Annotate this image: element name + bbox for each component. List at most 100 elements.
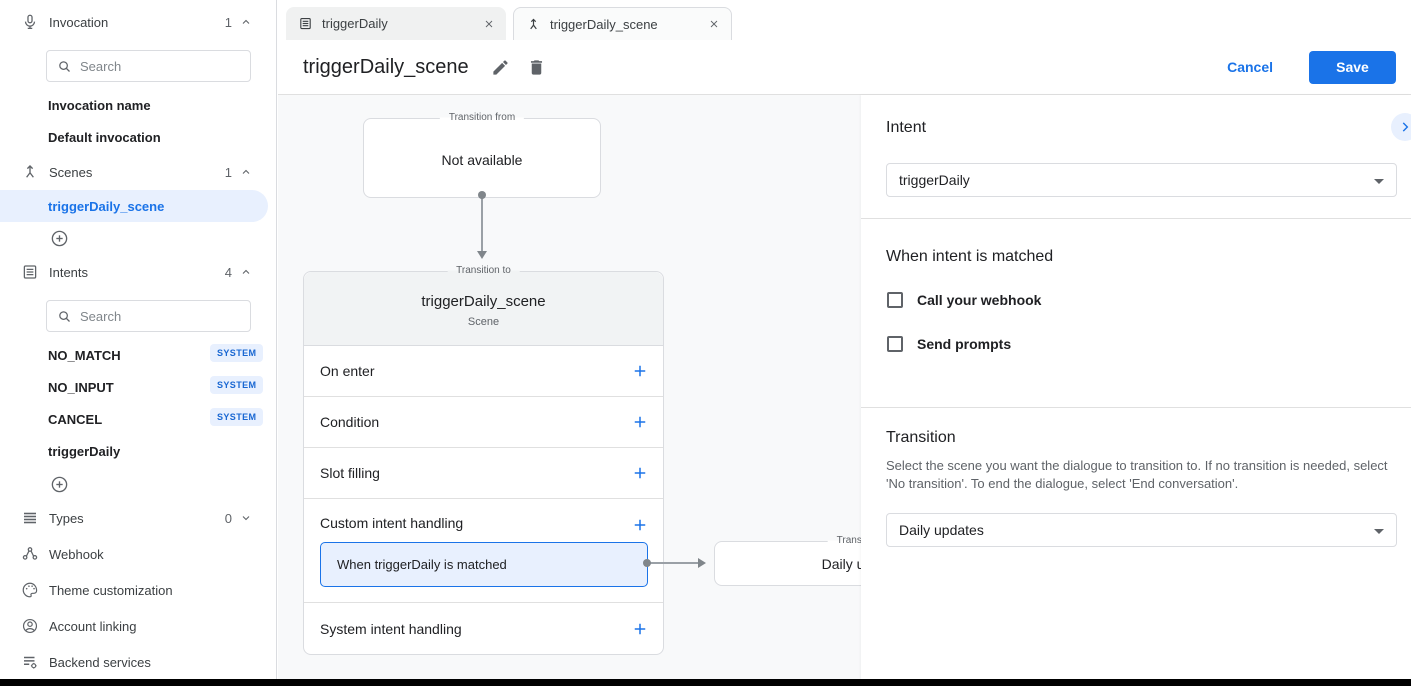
scene-card-subtitle: Scene — [467, 316, 500, 328]
destination-node[interactable]: Transition to Daily updates — [714, 535, 861, 586]
collapse-panel-button[interactable] — [1391, 113, 1411, 141]
link-label: Webhook — [49, 546, 104, 562]
search-input[interactable] — [80, 308, 220, 324]
arrow-right-icon — [698, 558, 706, 568]
transition-select[interactable]: Daily updates — [886, 513, 1397, 547]
scene-row-condition[interactable]: Condition — [304, 397, 663, 448]
close-icon[interactable] — [707, 17, 721, 31]
search-icon — [57, 309, 72, 324]
checkbox-label: Send prompts — [917, 336, 1012, 352]
delete-icon[interactable] — [527, 57, 547, 77]
system-badge: SYSTEM — [210, 408, 264, 426]
chevron-up-icon[interactable] — [240, 266, 252, 278]
sidebar-section-scenes[interactable]: Scenes 1 — [0, 156, 264, 188]
intent-select-value: triggerDaily — [899, 172, 970, 188]
scene-card: Transition to triggerDaily_scene Scene O… — [303, 265, 664, 655]
sidebar: Invocation 1 Invocation name Default inv… — [0, 0, 277, 679]
sidebar-section-invocation[interactable]: Invocation 1 — [0, 6, 264, 38]
transition-select-value: Daily updates — [899, 522, 984, 538]
divider — [861, 407, 1411, 408]
transition-from-text: Not available — [441, 151, 523, 168]
cancel-button[interactable]: Cancel — [1227, 59, 1273, 75]
transition-heading: Transition — [886, 429, 956, 446]
sidebar-item-webhook[interactable]: Webhook — [0, 538, 264, 570]
sidebar-item-no-match[interactable]: NO_MATCH SYSTEM — [48, 344, 264, 363]
intent-handler-node[interactable]: When triggerDaily is matched — [320, 542, 648, 587]
intent-icon — [21, 263, 39, 281]
scene-card-title: triggerDaily_scene — [421, 293, 546, 310]
search-input[interactable] — [80, 58, 220, 74]
save-button[interactable]: Save — [1309, 50, 1396, 84]
add-scene-button[interactable] — [50, 229, 69, 248]
section-count: 0 — [224, 510, 232, 526]
invocation-search[interactable] — [46, 50, 251, 82]
row-label: System intent handling — [320, 621, 462, 637]
node-legend: Transition from — [439, 112, 525, 123]
section-label: Invocation — [49, 14, 109, 30]
sidebar-item-no-input[interactable]: NO_INPUT SYSTEM — [48, 376, 264, 395]
tab-triggerdaily-scene[interactable]: triggerDaily_scene — [513, 7, 732, 40]
chevron-down-icon — [1374, 529, 1384, 534]
checkbox-unchecked[interactable] — [887, 336, 903, 352]
scene-row-slot-filling[interactable]: Slot filling — [304, 448, 663, 499]
backend-services-icon — [21, 653, 39, 671]
section-label: Types — [49, 510, 84, 526]
account-circle-icon — [21, 617, 39, 635]
node-legend: Transition to — [827, 535, 861, 546]
node-legend: Transition to — [447, 265, 520, 276]
system-badge: SYSTEM — [210, 344, 264, 362]
row-label: Condition — [320, 414, 380, 430]
sidebar-item-theme-customization[interactable]: Theme customization — [0, 574, 264, 606]
page-title: triggerDaily_scene — [303, 55, 469, 78]
transition-description: Select the scene you want the dialogue t… — [886, 458, 1388, 491]
sidebar-item-default-invocation[interactable]: Default invocation — [48, 130, 161, 145]
sidebar-item-invocation-name[interactable]: Invocation name — [48, 98, 151, 113]
intents-search[interactable] — [46, 300, 251, 332]
chevron-up-icon[interactable] — [240, 166, 252, 178]
sidebar-section-types[interactable]: Types 0 — [0, 502, 264, 534]
main-area: triggerDaily triggerDaily_scene triggerD… — [278, 0, 1411, 679]
tab-triggerdaily[interactable]: triggerDaily — [286, 7, 506, 40]
intent-select[interactable]: triggerDaily — [886, 163, 1397, 197]
close-icon[interactable] — [482, 17, 496, 31]
sidebar-item-account-linking[interactable]: Account linking — [0, 610, 264, 642]
transition-from-node: Transition from Not available — [363, 112, 601, 198]
intent-detail-panel: Intent triggerDaily When intent is match… — [861, 95, 1411, 679]
edit-icon[interactable] — [491, 57, 511, 77]
send-prompts-checkbox-row[interactable]: Send prompts — [887, 336, 1011, 352]
arrow-down-icon — [477, 251, 487, 259]
add-intent-button[interactable] — [50, 475, 69, 494]
sidebar-item-cancel-intent[interactable]: CANCEL SYSTEM — [48, 408, 264, 427]
call-webhook-checkbox-row[interactable]: Call your webhook — [887, 292, 1041, 308]
chevron-down-icon — [1374, 179, 1384, 184]
sidebar-item-triggerdaily-intent[interactable]: triggerDaily — [48, 444, 121, 459]
add-custom-intent-button[interactable] — [631, 516, 649, 534]
sidebar-item-backend-services[interactable]: Backend services — [0, 646, 264, 678]
search-icon — [57, 59, 72, 74]
tab-bar: triggerDaily triggerDaily_scene — [278, 0, 1411, 40]
selected-scene-label: triggerDaily_scene — [48, 198, 165, 214]
add-condition-button[interactable] — [631, 413, 649, 431]
sidebar-item-triggerdaily-scene[interactable]: triggerDaily_scene — [0, 190, 268, 222]
chevron-down-icon[interactable] — [240, 512, 252, 524]
intent-icon — [298, 16, 313, 31]
section-count: 1 — [224, 14, 232, 30]
checkbox-unchecked[interactable] — [887, 292, 903, 308]
bottom-bar — [0, 679, 1411, 686]
add-system-intent-button[interactable] — [631, 620, 649, 638]
section-label: Scenes — [49, 164, 93, 180]
row-label: Custom intent handling — [320, 515, 464, 531]
add-slot-filling-button[interactable] — [631, 464, 649, 482]
chevron-up-icon[interactable] — [240, 16, 252, 28]
intent-heading: Intent — [886, 119, 927, 136]
scene-row-custom-intent-handling[interactable]: Custom intent handling When triggerDaily… — [304, 499, 663, 603]
section-label: Intents — [49, 264, 89, 280]
types-icon — [21, 509, 39, 527]
add-on-enter-button[interactable] — [631, 362, 649, 380]
scene-row-system-intent-handling[interactable]: System intent handling — [304, 603, 663, 655]
scene-graph-canvas[interactable]: Transition from Not available Transition… — [278, 95, 861, 679]
sidebar-section-intents[interactable]: Intents 4 — [0, 256, 264, 288]
tab-label: triggerDaily_scene — [550, 16, 658, 32]
scene-row-on-enter[interactable]: On enter — [304, 346, 663, 397]
scene-header: triggerDaily_scene Cancel Save — [278, 40, 1411, 95]
